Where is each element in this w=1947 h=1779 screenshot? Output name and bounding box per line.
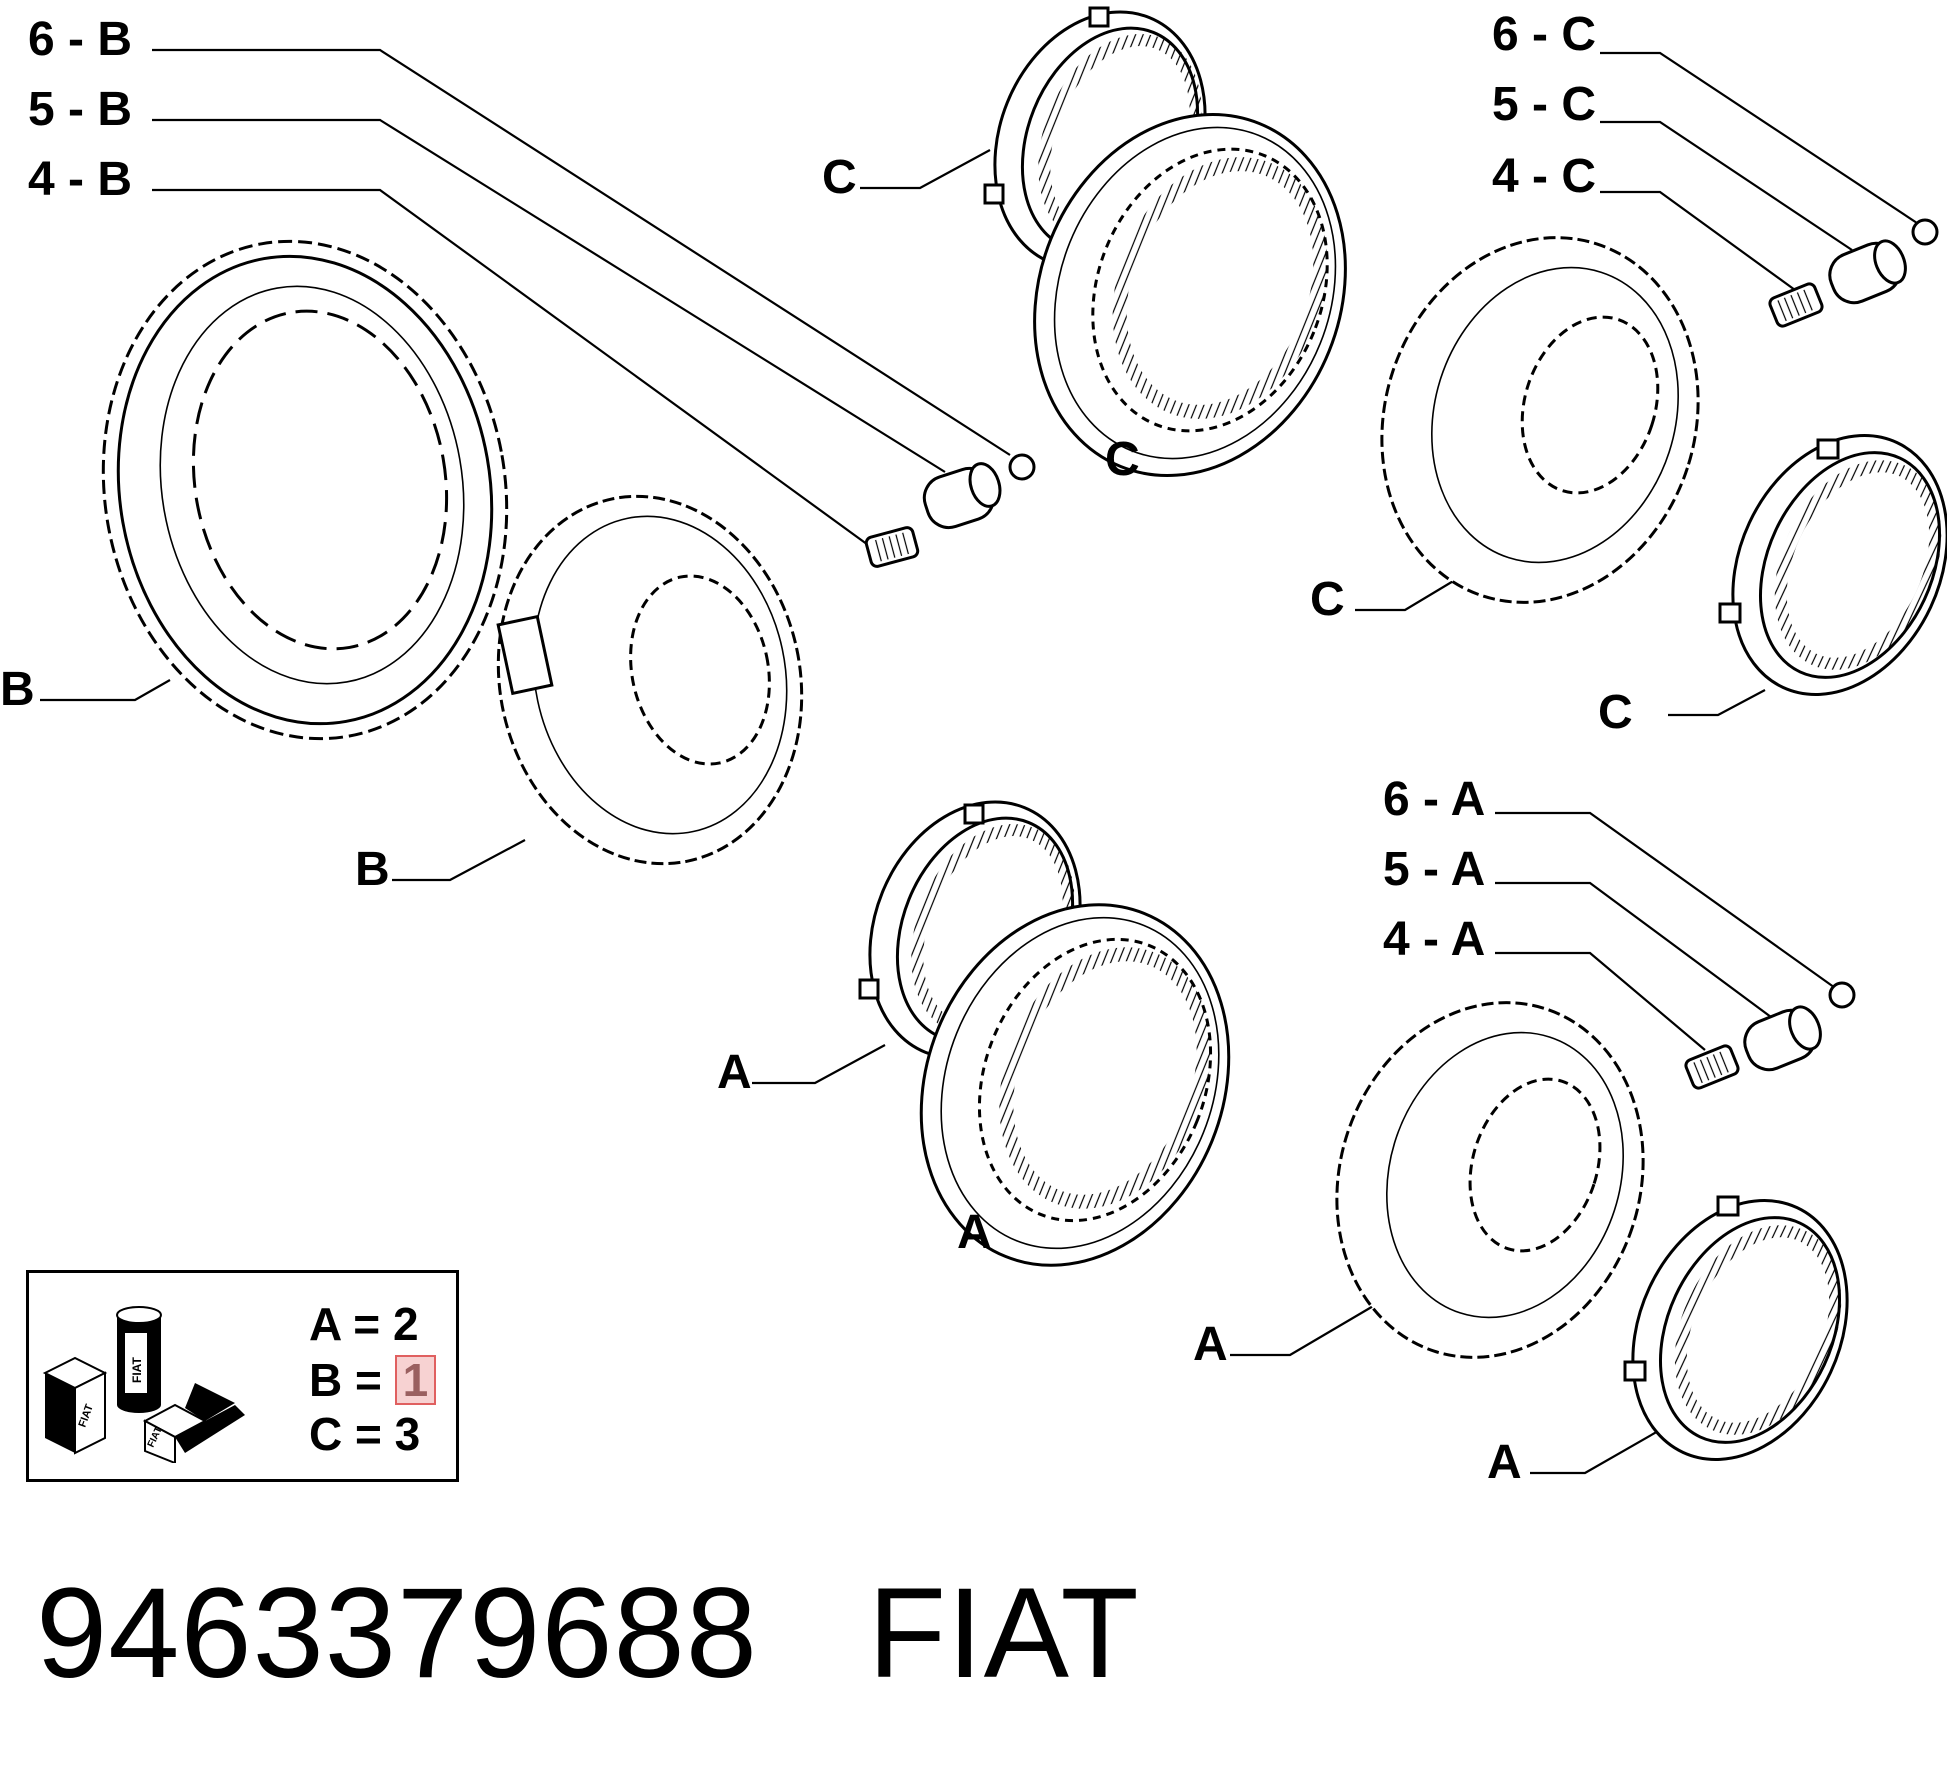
callout-a-sleeve: A xyxy=(957,1206,992,1259)
synchro-hub-b xyxy=(496,494,804,866)
ball-6b xyxy=(1008,453,1036,481)
kit-logo-text-cylinder: FIAT xyxy=(130,1357,144,1383)
kit-icon: FIAT FIAT FIAT xyxy=(42,1306,245,1463)
callout-6a: 6 - A xyxy=(1383,773,1485,826)
callout-a-hub: A xyxy=(1193,1318,1228,1371)
synchro-sleeve-a xyxy=(919,903,1231,1267)
ball-6c xyxy=(1911,218,1939,246)
pin-5b xyxy=(922,462,1002,530)
callout-4c: 4 - C xyxy=(1492,150,1596,203)
callout-a-ring-top: A xyxy=(717,1046,752,1099)
callout-b-hub: B xyxy=(355,843,390,896)
pin-5c xyxy=(1828,239,1907,305)
spring-4a xyxy=(1684,1044,1740,1090)
part-number-footer: 9463379688 FIAT xyxy=(36,1560,1140,1707)
callout-4a: 4 - A xyxy=(1383,913,1485,966)
callout-a-ring-bottom: A xyxy=(1487,1436,1522,1489)
synchro-sleeve-c xyxy=(1033,113,1347,477)
legend-label-a: A = xyxy=(309,1298,381,1350)
synchro-hub-a xyxy=(1335,1001,1645,1359)
synchro-sleeve-b xyxy=(101,239,509,741)
callout-b-sleeve: B xyxy=(0,663,35,716)
brand-name: FIAT xyxy=(867,1562,1140,1705)
legend-row-a: A = 2 xyxy=(309,1301,419,1347)
quantity-legend: FIAT FIAT FIAT A = 2 B = 1 C = 3 xyxy=(26,1270,459,1482)
callout-labels: 6 - B 5 - B 4 - B B B C C C 6 - C 5 - C … xyxy=(0,8,1633,1489)
callout-c-hub: C xyxy=(1310,573,1345,626)
legend-qty-a: 2 xyxy=(392,1298,419,1350)
callout-5c: 5 - C xyxy=(1492,78,1596,131)
legend-qty-b: 1 xyxy=(394,1355,437,1405)
synchro-ring-c-bottom xyxy=(1718,434,1947,696)
callout-4b: 4 - B xyxy=(28,153,132,206)
legend-label-c: C = xyxy=(309,1408,382,1460)
callout-6b: 6 - B xyxy=(28,13,132,66)
legend-label-b: B = xyxy=(309,1354,382,1406)
part-number: 9463379688 xyxy=(36,1562,758,1705)
legend-row-c: C = 3 xyxy=(309,1411,420,1457)
ball-6a xyxy=(1828,981,1856,1009)
leader-lines xyxy=(40,48,1921,1475)
callout-c-ring-bottom: C xyxy=(1598,686,1633,739)
legend-row-b: B = 1 xyxy=(309,1354,437,1406)
callout-5a: 5 - A xyxy=(1383,843,1485,896)
spring-4b xyxy=(864,526,920,568)
callout-5b: 5 - B xyxy=(28,83,132,136)
callout-c-sleeve: C xyxy=(1105,433,1140,486)
synchro-hub-c xyxy=(1380,236,1700,604)
callout-c-ring-top: C xyxy=(822,151,857,204)
pin-5a xyxy=(1743,1005,1822,1072)
synchro-ring-a-bottom xyxy=(1623,1195,1849,1461)
legend-qty-c: 3 xyxy=(394,1408,421,1460)
callout-6c: 6 - C xyxy=(1492,8,1596,61)
spring-4c xyxy=(1768,282,1824,328)
